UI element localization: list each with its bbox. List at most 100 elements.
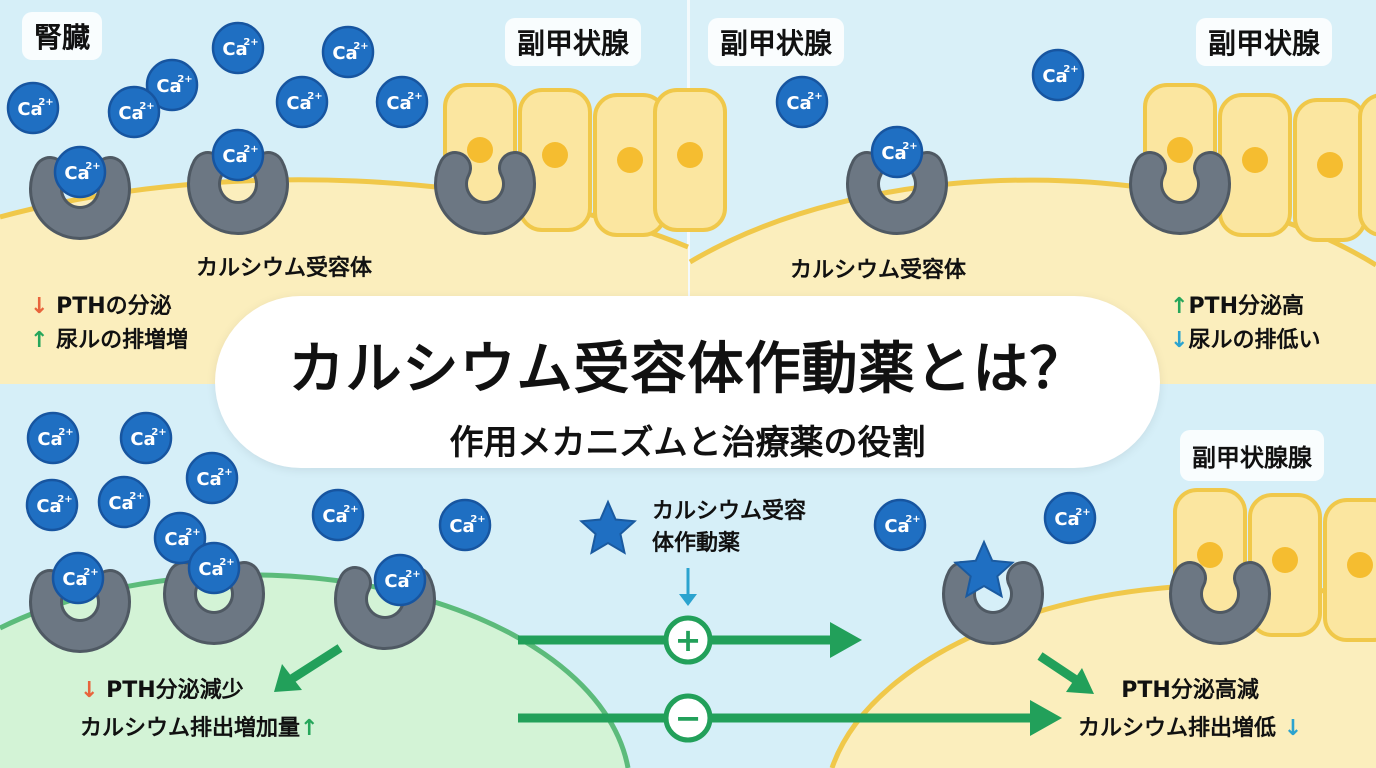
plus-circle-icon: [663, 615, 713, 665]
gland-cell: [593, 93, 667, 237]
calcium-ion-icon: Ca2+: [275, 75, 329, 129]
receptor-label: カルシウム受容体: [196, 256, 373, 281]
calcium-ion-icon: Ca2+: [53, 145, 107, 199]
calcium-ion-icon: Ca2+: [775, 75, 829, 129]
ion-label: Ca: [36, 496, 61, 517]
calcium-receptor-icon: [1172, 564, 1268, 642]
effect-text: 尿ルの排増増: [56, 328, 189, 353]
ion-label: Ca: [62, 569, 87, 590]
ion-label: Ca: [164, 529, 189, 550]
ion-label: Ca: [64, 163, 89, 184]
ion-label: Ca: [322, 506, 347, 527]
ion-charge: 2+: [243, 37, 258, 48]
ion-charge: 2+: [353, 41, 368, 52]
calcium-ion-icon: Ca2+: [185, 451, 239, 505]
calcium-receptor-icon: [32, 572, 128, 650]
calcium-receptor-icon: [437, 154, 533, 232]
ion-charge: 2+: [243, 144, 258, 155]
page-subtitle: 作用メカニズムと治療薬の役割: [449, 423, 926, 463]
ion-charge: 2+: [83, 567, 98, 578]
ion-label: Ca: [198, 559, 223, 580]
drug-down-arrow-icon: [679, 594, 697, 606]
ion-label: Ca: [222, 146, 247, 167]
calcium-ion-icon: Ca2+: [26, 411, 80, 465]
ion-label: Ca: [1054, 509, 1079, 530]
up-arrow-icon: ↑: [1170, 294, 1189, 319]
calcium-ion-icon: Ca2+: [375, 75, 429, 129]
gland-cell: [1293, 98, 1367, 242]
nucleus: [1167, 137, 1193, 163]
bound-drug-star-icon: [953, 539, 1015, 599]
effect-text: PTH分泌高: [1188, 294, 1304, 319]
calcium-receptor-icon: [1132, 154, 1228, 232]
nucleus: [677, 142, 703, 168]
ion-charge: 2+: [85, 161, 100, 172]
ion-charge: 2+: [219, 557, 234, 568]
ion-label: Ca: [384, 571, 409, 592]
ion-charge: 2+: [38, 97, 53, 108]
ion-charge: 2+: [807, 91, 822, 102]
nucleus: [617, 147, 643, 173]
effect-text: PTH分泌高減: [1121, 678, 1259, 703]
ion-charge: 2+: [343, 504, 358, 515]
ion-label: Ca: [884, 516, 909, 537]
drug-label: カルシウム受容 体作動薬: [652, 496, 806, 560]
nucleus: [1197, 542, 1223, 568]
down-arrow-icon: ↓: [1170, 328, 1189, 353]
ion-label: Ca: [332, 43, 357, 64]
effect-item: ↑PTH分泌高: [1170, 290, 1320, 324]
minus-circle-icon: [663, 693, 713, 743]
effect-text: PTH分泌減少: [106, 678, 244, 703]
ion-label: Ca: [286, 93, 311, 114]
nucleus: [1317, 152, 1343, 178]
ion-charge: 2+: [307, 91, 322, 102]
up-arrow-icon: ↑: [30, 328, 49, 353]
calcium-receptor-icon: [337, 569, 433, 647]
ion-label: Ca: [130, 429, 155, 450]
minus-sign: −: [675, 699, 702, 737]
parathyroid-gland-label: 副甲状腺腺: [1180, 430, 1324, 481]
arrow-head-icon: [274, 664, 302, 692]
down-arrow-icon: ↓: [80, 678, 99, 703]
parathyroid-label: 副甲状腺: [505, 18, 642, 66]
nucleus: [1272, 547, 1298, 573]
calcium-ion-icon: Ca2+: [107, 85, 161, 139]
effect-list-bottom-left: ↓ PTH分泌減少 カルシウム排出増加量↑: [80, 672, 318, 748]
effect-text: カルシウム排出増加量: [80, 716, 301, 741]
ion-charge: 2+: [185, 527, 200, 538]
calcium-receptor-icon: [849, 154, 945, 232]
gland-cell: [1358, 93, 1376, 237]
ion-charge: 2+: [1063, 64, 1078, 75]
calcium-ion-icon: Ca2+: [153, 511, 207, 565]
ion-charge: 2+: [57, 494, 72, 505]
ion-charge: 2+: [151, 427, 166, 438]
calcium-ion-icon: Ca2+: [438, 498, 492, 552]
stimulation-pathway: +: [518, 615, 862, 665]
nucleus: [467, 137, 493, 163]
ion-label: Ca: [156, 76, 181, 97]
effect-text: 尿ルの排低い: [1188, 328, 1321, 353]
down-arrow-icon: ↓: [30, 294, 49, 319]
calcium-ion-icon: Ca2+: [6, 81, 60, 135]
parathyroid-label-left: 副甲状腺: [708, 18, 845, 66]
ion-charge: 2+: [139, 101, 154, 112]
drug-label-line2: 体作動薬: [652, 531, 741, 556]
calcium-ion-icon: Ca2+: [145, 58, 199, 112]
effect-list-top-left: ↓ PTHの分泌 ↑ 尿ルの排増増: [30, 290, 188, 358]
arrow-head-icon: [830, 622, 862, 658]
ion-label: Ca: [118, 103, 143, 124]
ion-charge: 2+: [177, 74, 192, 85]
ion-charge: 2+: [902, 141, 917, 152]
calcium-ion-icon: Ca2+: [1043, 491, 1097, 545]
ion-charge: 2+: [905, 514, 920, 525]
ion-label: Ca: [1042, 66, 1067, 87]
gland-cell: [653, 88, 727, 232]
calcium-ion-icon: Ca2+: [187, 541, 241, 595]
calcium-ion-icon: Ca2+: [25, 478, 79, 532]
down-arrow-icon: ↓: [1283, 716, 1303, 741]
effect-item: ↓尿ルの排低い: [1170, 324, 1320, 358]
ion-charge: 2+: [129, 491, 144, 502]
effect-item: ↓ PTHの分泌: [30, 290, 188, 324]
calcium-ion-icon: Ca2+: [873, 498, 927, 552]
arrow-head-icon: [1030, 700, 1062, 736]
